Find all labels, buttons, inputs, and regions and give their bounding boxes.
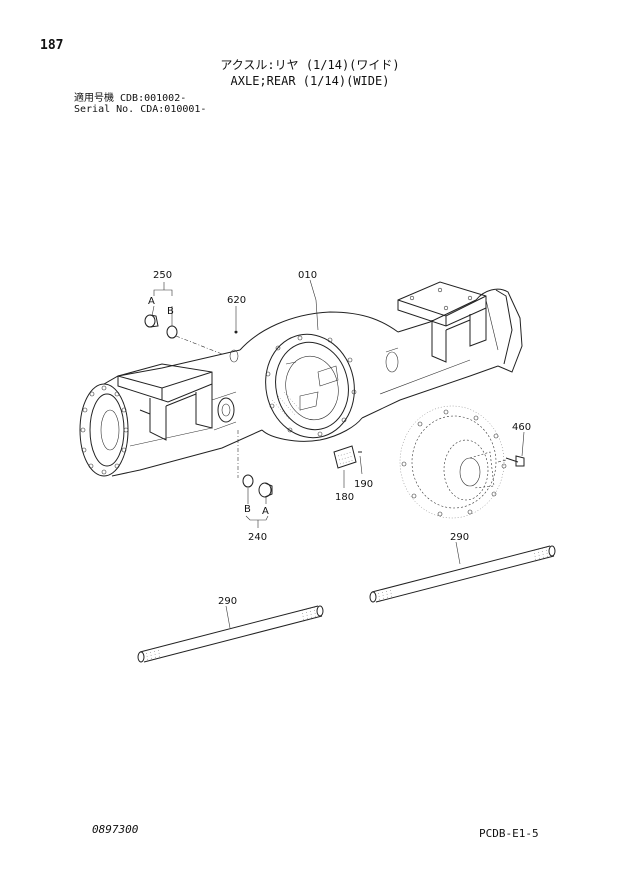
name-plate: [333, 445, 362, 469]
callout-190: 190: [354, 479, 373, 490]
letter-a-bottom: A: [262, 506, 269, 517]
axle-housing: [79, 281, 523, 477]
callout-180: 180: [335, 492, 354, 503]
title-english: AXLE;REAR (1/14)(WIDE): [230, 74, 390, 88]
callout-620: 620: [227, 295, 246, 306]
plug-240: [242, 474, 273, 498]
callout-240: 240: [248, 532, 267, 543]
footer-drawing-number: 0897300: [92, 823, 139, 836]
differential-carrier: [399, 405, 507, 519]
callout-290-left: 290: [218, 596, 237, 607]
callout-250: 250: [153, 270, 172, 281]
callout-010: 010: [298, 270, 317, 281]
letter-a-top: A: [148, 296, 155, 307]
axle-shaft-right: [369, 545, 556, 603]
callout-460: 460: [512, 422, 531, 433]
title-japanese: アクスル:リヤ (1/14)(ワイド): [220, 58, 400, 72]
leader-lines: [151, 279, 525, 629]
serial-line-serial-no: Serial No. CDA:010001-: [74, 104, 207, 115]
letter-b-top: B: [167, 306, 174, 317]
page-number: 187: [40, 38, 64, 53]
callout-290-right: 290: [450, 532, 469, 543]
letter-b-bottom: B: [244, 504, 251, 515]
serial-line-applicable: 適用号機 CDB:001002-: [74, 93, 187, 104]
bolt-460: [505, 455, 525, 467]
footer-page-code: PCDB-E1-5: [479, 827, 539, 840]
axle-shaft-left: [137, 605, 324, 663]
